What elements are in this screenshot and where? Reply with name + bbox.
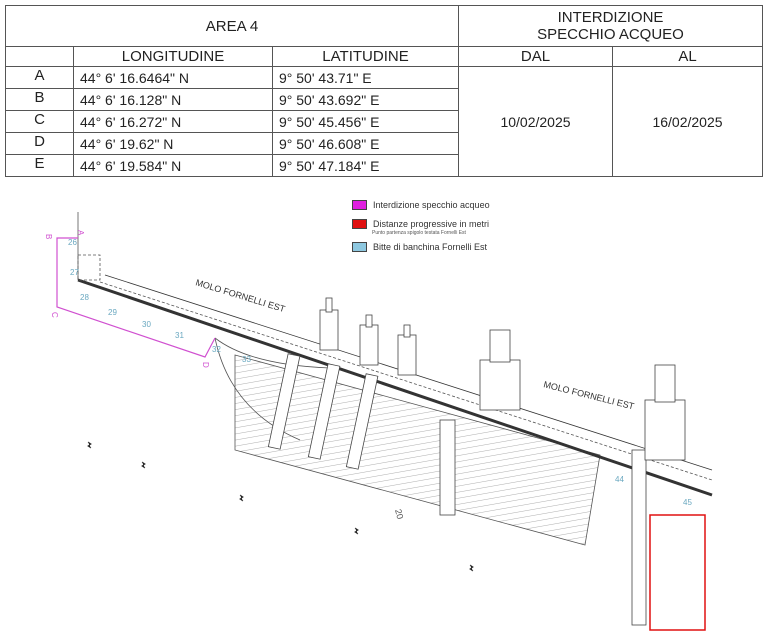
pier-label-2: MOLO FORNELLI EST: [543, 379, 636, 411]
bollard-label: 45: [683, 498, 692, 507]
header-latitude: LATITUDINE: [272, 46, 459, 67]
bollard-label: 32: [212, 345, 221, 354]
red-area: [649, 514, 706, 631]
latitude-cell: 9° 50' 46.608" E: [272, 132, 459, 155]
bollard-label: 30: [142, 320, 151, 329]
point-d-label: D: [201, 362, 210, 368]
point-c-label: C: [50, 312, 59, 318]
legend-label: Bitte di banchina Fornelli Est: [373, 241, 488, 252]
bollard-label: 44: [615, 475, 624, 484]
scale-marks: [87, 441, 474, 572]
from-date: 10/02/2025: [458, 66, 613, 177]
header-to: AL: [612, 46, 763, 67]
bollard-label: 26: [68, 238, 77, 247]
bollard-label: 29: [108, 308, 117, 317]
latitude-cell: 9° 50' 43.692" E: [272, 88, 459, 111]
point-label: C: [5, 110, 74, 133]
latitude-cell: 9° 50' 47.184" E: [272, 154, 459, 177]
empty-header: [5, 46, 74, 67]
point-b-label: B: [44, 234, 53, 239]
header-from: DAL: [458, 46, 613, 67]
table-row: D 44° 6' 19.62" N 9° 50' 46.608" E: [5, 132, 763, 155]
interdiction-title: INTERDIZIONE SPECCHIO ACQUEO: [458, 5, 763, 47]
table-row: B 44° 6' 16.128" N 9° 50' 43.692" E: [5, 88, 763, 111]
longitude-cell: 44° 6' 19.62" N: [73, 132, 273, 155]
quay-edge: [77, 278, 713, 497]
header-longitude: LONGITUDINE: [73, 46, 273, 67]
legend-item: Bitte di banchina Fornelli Est: [352, 240, 490, 253]
latitude-cell: 9° 50' 43.71" E: [272, 66, 459, 89]
longitude-cell: 44° 6' 16.272" N: [73, 110, 273, 133]
longitude-cell: 44° 6' 19.584" N: [73, 154, 273, 177]
table-row: E 44° 6' 19.584" N 9° 50' 47.184" E: [5, 154, 763, 177]
pier-label-1: MOLO FORNELLI EST: [194, 277, 286, 314]
bollard-label: 31: [175, 331, 184, 340]
latitude-cell: 9° 50' 45.456" E: [272, 110, 459, 133]
point-label: E: [5, 154, 74, 177]
blue-swatch-icon: [352, 241, 367, 252]
finger-piers: [267, 297, 686, 626]
table-row: A 44° 6' 16.6464" N 9° 50' 43.71" E 10/0…: [5, 66, 763, 177]
legend-note: Punto partenza spigolo testata Fornelli …: [372, 230, 466, 236]
coordinates-table: AREA 4 INTERDIZIONE SPECCHIO ACQUEO LONG…: [5, 5, 763, 177]
area-title: AREA 4: [5, 5, 459, 47]
point-label: D: [5, 132, 74, 155]
bollard-label: 27: [70, 268, 79, 277]
point-a-label: A: [76, 230, 85, 236]
legend-item: Interdizione specchio acqueo: [352, 198, 490, 211]
legend: Interdizione specchio acqueo Distanze pr…: [352, 198, 490, 253]
bollard-label: 33: [242, 355, 251, 364]
legend-label: Distanze progressive in metri: [373, 218, 490, 229]
legend-label: Interdizione specchio acqueo: [373, 199, 490, 210]
dimension-label: 20: [393, 508, 405, 520]
to-date: 16/02/2025: [612, 66, 763, 177]
point-label: B: [5, 88, 74, 111]
longitude-cell: 44° 6' 16.6464" N: [73, 66, 273, 89]
pier-drawing: A B C D 26 27 28 29 30 31 32 33 44 45 MO…: [44, 212, 713, 631]
red-swatch-icon: [352, 218, 367, 229]
bollard-label: 28: [80, 293, 89, 302]
interdiction-polygon: [56, 237, 216, 358]
legend-item: Distanze progressive in metri: [352, 217, 490, 230]
point-label: A: [5, 66, 74, 89]
longitude-cell: 44° 6' 16.128" N: [73, 88, 273, 111]
magenta-swatch-icon: [352, 199, 367, 210]
